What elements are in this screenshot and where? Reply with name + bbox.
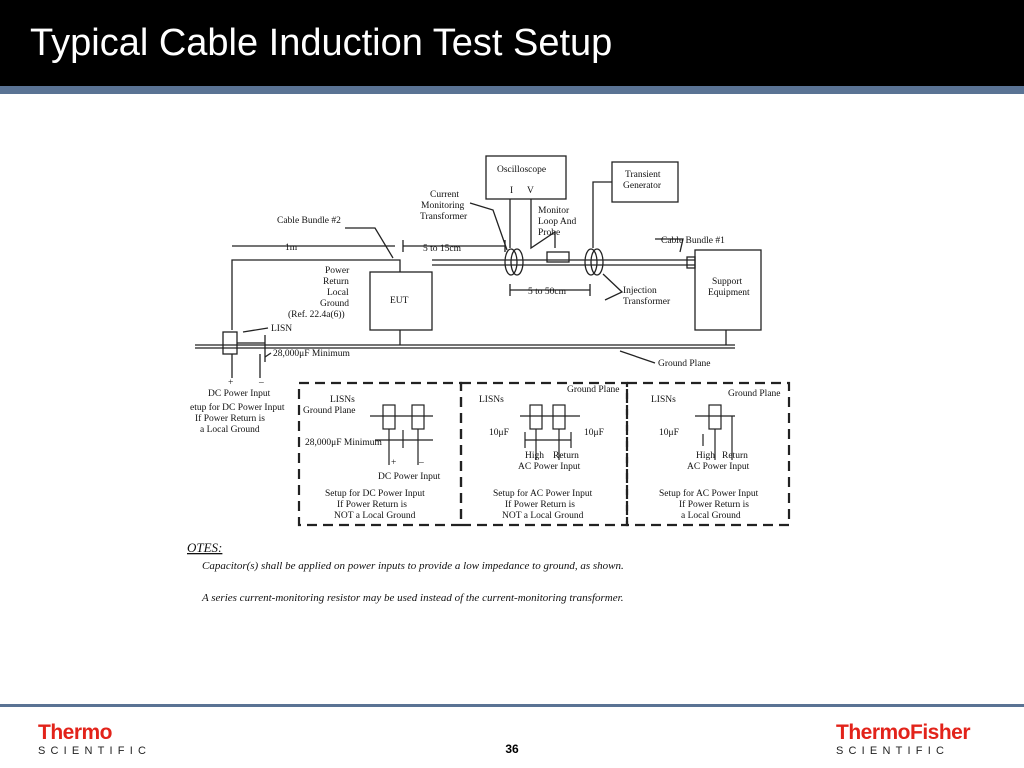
box3-caption-1: Setup for AC Power Input bbox=[659, 488, 759, 499]
osc-v-label: V bbox=[527, 186, 534, 196]
logo-left-sub: SCIENTIFIC bbox=[38, 745, 152, 757]
box1-caption-3: NOT a Local Ground bbox=[334, 511, 416, 521]
box3-lisns-label: LISNs bbox=[651, 395, 676, 405]
setup-local-label-3: a Local Ground bbox=[200, 425, 260, 435]
cap-main-label: 28,000μF Minimum bbox=[273, 349, 350, 359]
box1-plus: + bbox=[391, 458, 396, 468]
box1-lisns-label: LISNs bbox=[330, 395, 355, 405]
lisn-label: LISN bbox=[271, 324, 292, 334]
box3-cap-label: 10μF bbox=[659, 428, 679, 438]
power-return-note-5: (Ref. 22.4a(6)) bbox=[288, 309, 345, 320]
box2-lisns-label: LISNs bbox=[479, 395, 504, 405]
box1-caption-1: Setup for DC Power Input bbox=[325, 488, 425, 499]
title-bar: Typical Cable Induction Test Setup bbox=[0, 0, 1024, 86]
box1-caption-2: If Power Return is bbox=[337, 499, 407, 510]
distance-1m-label: 1m bbox=[285, 243, 298, 253]
cable-bundle-2-label: Cable Bundle #2 bbox=[277, 216, 341, 226]
logo-right-main: ThermoFisher bbox=[836, 721, 971, 744]
setup-box-ac-not-local bbox=[459, 381, 629, 527]
setup-local-label-2: If Power Return is bbox=[195, 413, 265, 424]
setup-box-ac-local bbox=[625, 381, 791, 527]
box2-cap-right-label: 10μF bbox=[584, 428, 604, 438]
cmt-label-3: Transformer bbox=[420, 211, 468, 222]
monitor-probe-label-2: Loop And bbox=[538, 217, 577, 227]
title-underline bbox=[0, 86, 1024, 94]
box2-caption-1: Setup for AC Power Input bbox=[493, 488, 593, 499]
thermo-scientific-logo: Thermo SCIENTIFIC bbox=[38, 721, 152, 758]
dc-power-input-label: DC Power Input bbox=[208, 389, 271, 399]
box1-cap-label: 28,000μF Minimum bbox=[305, 438, 382, 448]
cable-bundle-1-label: Cable Bundle #1 bbox=[661, 236, 725, 246]
osc-i-label: I bbox=[510, 186, 513, 196]
support-equipment-box bbox=[694, 249, 762, 331]
slide-title: Typical Cable Induction Test Setup bbox=[30, 22, 613, 64]
box3-caption-2: If Power Return is bbox=[679, 499, 749, 510]
injection-transformer-label-2: Transformer bbox=[623, 296, 671, 307]
distance-5-50-label: 5 to 50cm bbox=[528, 287, 567, 297]
power-return-note-3: Local bbox=[327, 288, 349, 298]
minus-sign: – bbox=[258, 378, 264, 388]
oscilloscope-label: Oscilloscope bbox=[497, 165, 546, 175]
box1-minus: – bbox=[418, 458, 424, 468]
plus-sign: + bbox=[228, 378, 233, 388]
power-return-note-1: Power bbox=[325, 266, 350, 276]
box3-return-label: Return bbox=[722, 451, 748, 461]
page-number: 36 bbox=[505, 742, 519, 756]
box2-ac-input-label: AC Power Input bbox=[518, 462, 581, 472]
monitor-probe-label-1: Monitor bbox=[538, 206, 570, 216]
eut-label: EUT bbox=[390, 296, 409, 306]
box1-dc-input-label: DC Power Input bbox=[378, 472, 441, 482]
thermo-fisher-scientific-logo: ThermoFisher SCIENTIFIC bbox=[836, 722, 976, 758]
lisn-block bbox=[222, 331, 238, 355]
cmt-label-2: Monitoring bbox=[421, 201, 465, 211]
logo-right-sub: SCIENTIFIC bbox=[836, 745, 950, 757]
monitor-probe-label-3: Probe bbox=[538, 228, 560, 238]
power-return-note-4: Ground bbox=[320, 299, 349, 309]
box2-caption-2: If Power Return is bbox=[505, 499, 575, 510]
footer-rule bbox=[0, 704, 1024, 707]
logo-left-main: Thermo bbox=[38, 721, 113, 744]
transient-generator-label-1: Transient bbox=[625, 170, 661, 180]
box1-ground-plane-label: Ground Plane bbox=[303, 406, 356, 416]
distance-5-15-label: 5 to 15cm bbox=[423, 244, 462, 254]
oscilloscope-box bbox=[485, 155, 567, 200]
note-2: A series current-monitoring resistor may… bbox=[201, 592, 623, 604]
box3-ground-plane-label: Ground Plane bbox=[728, 389, 781, 399]
box3-ac-input-label: AC Power Input bbox=[687, 462, 750, 472]
box2-caption-3: NOT a Local Ground bbox=[502, 511, 584, 521]
transient-generator-label-2: Generator bbox=[623, 181, 662, 191]
notes-heading: OTES: bbox=[187, 540, 222, 555]
box3-high-label: High bbox=[696, 451, 715, 461]
support-equipment-label-1: Support bbox=[712, 277, 742, 287]
support-equipment-label-2: Equipment bbox=[708, 288, 750, 298]
cmt-label-1: Current bbox=[430, 190, 459, 200]
power-return-note-2: Return bbox=[323, 277, 349, 287]
test-setup-diagram: Oscilloscope I V Transient Generator Cur… bbox=[187, 155, 791, 604]
injection-transformer-label-1: Injection bbox=[623, 286, 657, 296]
box3-caption-3: a Local Ground bbox=[681, 511, 741, 521]
box2-return-label: Return bbox=[553, 451, 579, 461]
setup-local-label-1: etup for DC Power Input bbox=[190, 402, 285, 413]
eut-box bbox=[369, 271, 433, 331]
box2-cap-left-label: 10μF bbox=[489, 428, 509, 438]
box2-high-label: High bbox=[525, 451, 544, 461]
note-1: Capacitor(s) shall be applied on power i… bbox=[202, 560, 624, 572]
ground-plane-label: Ground Plane bbox=[658, 359, 711, 369]
box2-ground-plane-label: Ground Plane bbox=[567, 385, 620, 395]
